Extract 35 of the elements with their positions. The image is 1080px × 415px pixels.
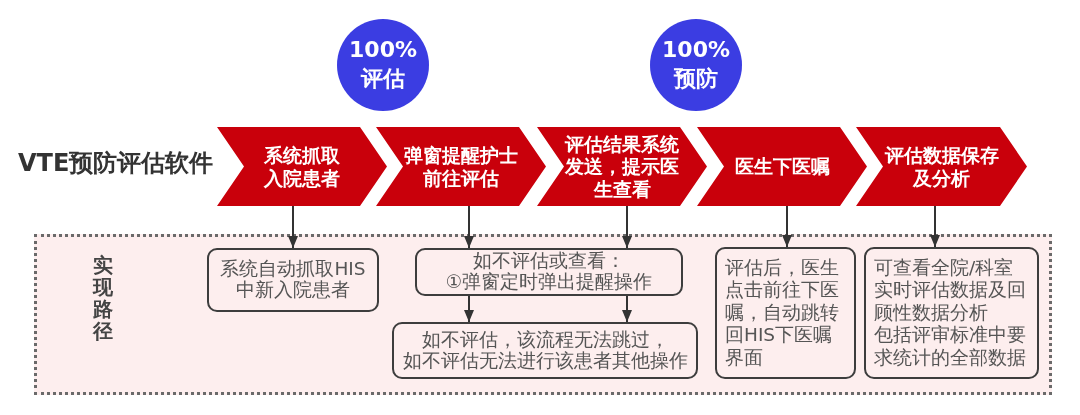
note-text: 如不评估，该流程无法跳过， — [421, 329, 669, 351]
note-text: 评估后，医生点击前往下医嘱，自动跳转回HIS下医嘱界面 — [725, 257, 840, 369]
process-step — [697, 127, 867, 206]
arrow — [464, 295, 474, 323]
row-title: VTE预防评估软件 — [18, 148, 214, 178]
note-text: 如不评估或查看： — [473, 251, 625, 272]
process-step — [856, 127, 1027, 206]
note-text: 系统自动抓取HIS中新入院患者 — [219, 259, 367, 301]
step-label: 系统抓取入院患者 — [262, 144, 341, 189]
process-step — [537, 127, 707, 206]
step-label: 评估数据保存及分析 — [883, 144, 1000, 189]
step-label: 弹窗提醒护士前往评估 — [403, 144, 519, 189]
process-step — [376, 127, 546, 206]
implementation-panel — [34, 234, 1052, 395]
step-label: 评估结果系统发送，提示医生查看 — [563, 132, 680, 201]
note-box — [715, 247, 856, 379]
arrow — [464, 205, 474, 249]
note-text: 包括评审标准中要求统计的全部数据 — [874, 324, 1027, 369]
note-box — [207, 248, 379, 312]
note-box — [415, 248, 683, 296]
arrow — [782, 205, 792, 248]
circle-label: 100%评估 — [348, 36, 418, 93]
arrow — [622, 205, 632, 249]
arrow — [930, 205, 940, 248]
circle-label: 100%预防 — [661, 36, 731, 93]
step-label: 医生下医嘱 — [734, 155, 830, 178]
arrow — [622, 295, 632, 323]
note-text: 如不评估无法进行该患者其他操作 — [402, 350, 688, 372]
arrow — [288, 205, 298, 249]
note-box — [864, 247, 1039, 379]
process-step — [217, 127, 387, 206]
note-text: 可查看全院/科室实时评估数据及回顾性数据分析 — [874, 257, 1027, 325]
panel-heading: 实现路径 — [93, 254, 113, 342]
note-box — [392, 322, 698, 379]
note-text: ①弹窗定时弹出提醒操作 — [445, 272, 653, 293]
